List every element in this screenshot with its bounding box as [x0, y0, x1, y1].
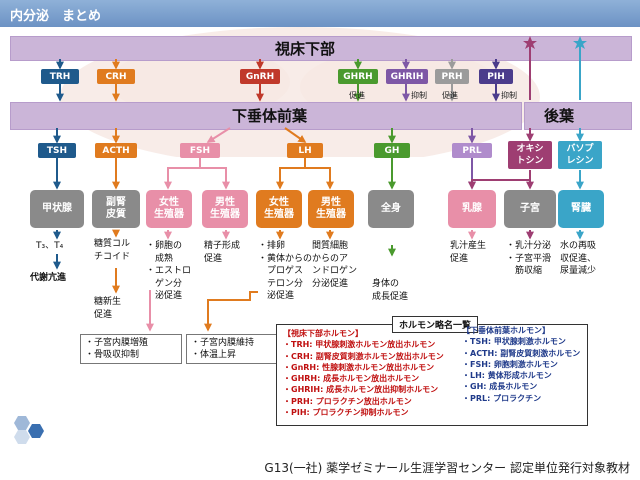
organ-mammary: 乳腺 — [448, 190, 496, 228]
hypothalamus-bar — [10, 36, 632, 61]
chip-ghrh: GHRH — [338, 69, 378, 84]
progesterone-effects-box: ・子宮内膜維持 ・体温上昇 — [186, 334, 280, 364]
organ-thyroid: 甲状腺 — [30, 190, 84, 228]
chip-oxytocin: オキシ トシン — [508, 141, 552, 169]
chip-crh: CRH — [97, 69, 135, 84]
chip-tsh: TSH — [38, 143, 76, 158]
title-bar: 内分泌 まとめ — [0, 0, 640, 27]
chip-vasopressin: バソプ レシン — [558, 141, 602, 169]
note-prh: 促進 — [442, 91, 458, 100]
chip-prl: PRL — [452, 143, 492, 158]
organ-kidney: 腎臓 — [558, 190, 604, 228]
effect-fsh-male: 精子形成 促進 — [204, 241, 241, 264]
effect-lh-male: 間質細胞 からのア ンドロゲン 分泌促進 — [312, 241, 358, 289]
logo-hexagons — [14, 416, 44, 444]
note-pih: 抑制 — [501, 91, 517, 100]
chip-fsh: FSH — [180, 143, 220, 158]
estrogen-effects-box: ・子宮内膜増殖 ・骨吸収抑制 — [80, 334, 182, 364]
organ-female-lh: 女性 生殖器 — [256, 190, 302, 228]
chip-pih: PIH — [479, 69, 513, 84]
footer: G13(一社) 薬学ゼミナール生涯学習センター 認定単位発行対象教材 — [0, 452, 640, 480]
organ-whole-body: 全身 — [368, 190, 414, 228]
slide-title: 内分泌 まとめ — [10, 9, 102, 24]
note-ghrh: 促進 — [349, 91, 365, 100]
effect-t3t4: T₃、T₄ — [36, 241, 64, 251]
anterior-pituitary-label: 下垂体前葉 — [232, 107, 308, 125]
chip-prh: PRH — [435, 69, 469, 84]
arrows-layer — [53, 36, 587, 332]
effect-fsh-female: ・卵胞の 成熟 ・エストロ ゲン分 泌促進 — [146, 241, 192, 301]
posterior-pituitary-bar — [524, 102, 632, 130]
organ-male-fsh: 男性 生殖器 — [202, 190, 248, 228]
effect-gluconeogenesis: 糖新生 促進 — [94, 297, 122, 320]
chip-trh: TRH — [41, 69, 79, 84]
effect-prl: 乳汁産生 促進 — [450, 241, 487, 264]
anterior-pituitary-bar — [10, 102, 522, 130]
effect-oxytocin: ・乳汁分泌 ・子宮平滑 筋収縮 — [506, 241, 552, 276]
effect-gh: 身体の 成長促進 — [372, 279, 409, 302]
posterior-pituitary-label: 後葉 — [544, 107, 575, 125]
legend-hypothalamic: 【視床下部ホルモン】 ・TRH: 甲状腺刺激ホルモン放出ホルモン ・CRH: 副… — [283, 329, 444, 418]
organ-female-fsh: 女性 生殖器 — [146, 190, 192, 228]
chip-ghrih: GHRIH — [386, 69, 428, 84]
effect-lh-female: ・排卵 ・黄体からの プロゲス テロン分 泌促進 — [258, 241, 313, 301]
chip-gnrh: GnRH — [240, 69, 280, 84]
chip-acth: ACTH — [95, 143, 137, 158]
organ-uterus: 子宮 — [504, 190, 556, 228]
slide: 内分泌 まとめ 視床下部 下垂体前葉 後葉 — [0, 0, 640, 444]
effect-metabolism: 代謝亢進 — [30, 273, 67, 283]
note-ghrih: 抑制 — [411, 91, 427, 100]
organ-male-lh: 男性 生殖器 — [308, 190, 354, 228]
effect-vasopressin: 水の再吸 収促進、 尿量減少 — [560, 241, 597, 276]
legend-title: ホルモン略名一覧 — [392, 316, 479, 333]
legend-box — [276, 324, 588, 426]
legend-pituitary: 【下垂体前葉ホルモン】 ・TSH: 甲状腺刺激ホルモン ・ACTH: 副腎皮質刺… — [462, 326, 581, 403]
chip-gh: GH — [374, 143, 410, 158]
hypothalamus-label: 視床下部 — [275, 40, 336, 58]
footer-text: G13(一社) 薬学ゼミナール生涯学習センター 認定単位発行対象教材 — [264, 461, 630, 475]
chip-lh: LH — [287, 143, 323, 158]
effect-glucocorticoid: 糖質コル チコイド — [94, 239, 131, 262]
organ-adrenal: 副腎 皮質 — [92, 190, 140, 228]
